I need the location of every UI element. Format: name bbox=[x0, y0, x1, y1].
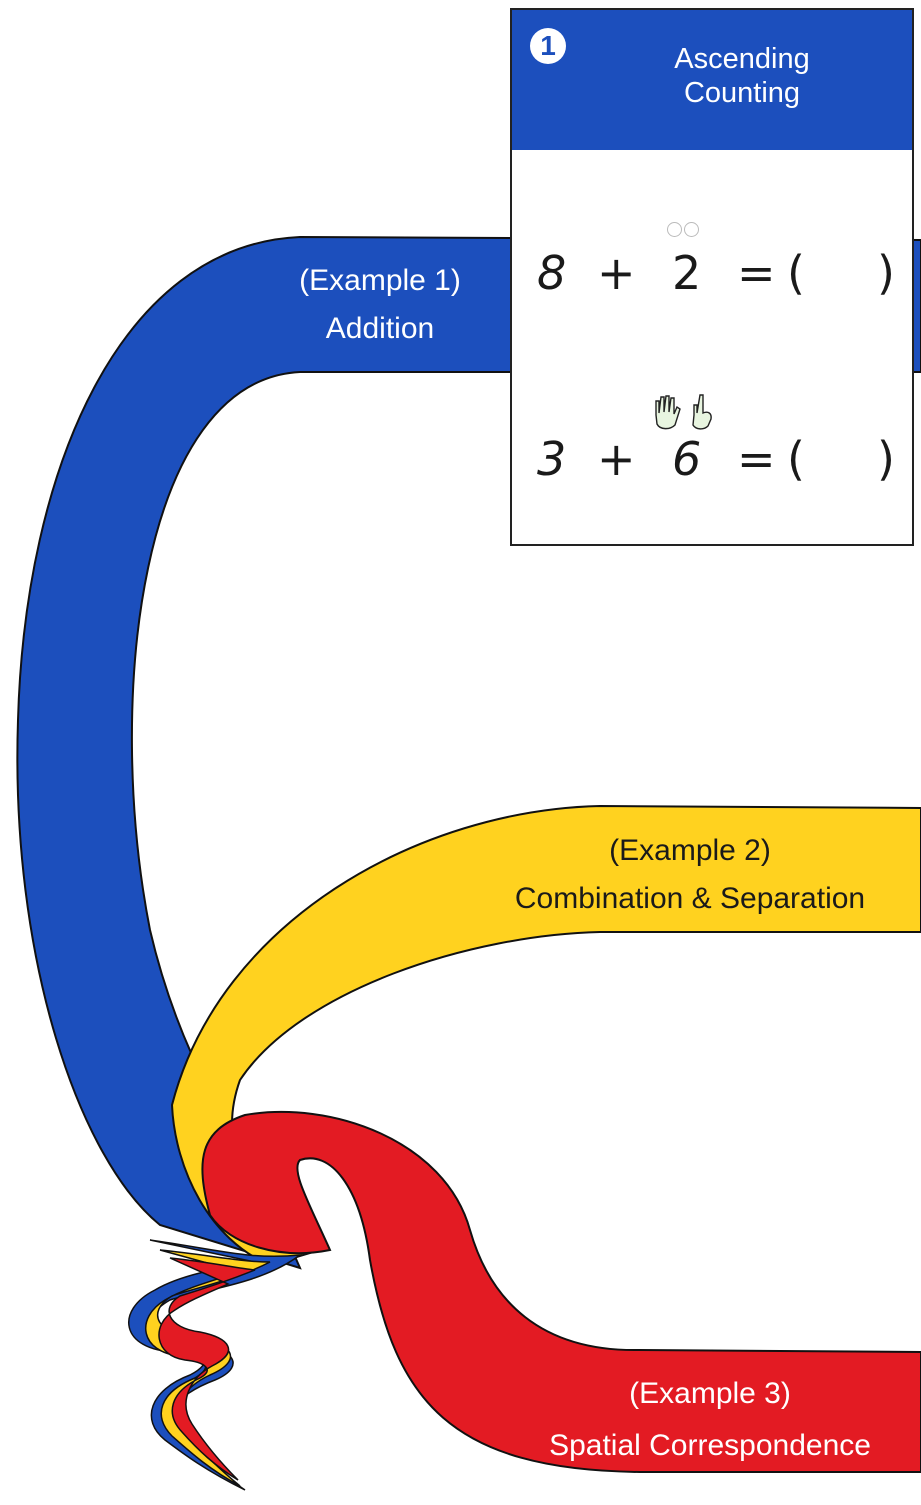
eq1-eq: = bbox=[737, 246, 776, 300]
eq2-open: ( bbox=[787, 432, 805, 486]
eq2-op: + bbox=[597, 432, 636, 486]
ribbon-3-example: (Example 3) bbox=[629, 1377, 791, 1410]
eq1-open: ( bbox=[787, 246, 805, 300]
ribbon-3-topic: Spatial Correspondence bbox=[549, 1428, 871, 1462]
eq2-a: 3 bbox=[537, 432, 567, 486]
equation-1: 8 + 2 = ( ) bbox=[512, 246, 912, 306]
counting-card: 1 Ascending Counting 8 + 2 = ( ) 3 + 6 =… bbox=[510, 8, 914, 546]
card-title-line1: Ascending bbox=[674, 43, 810, 75]
eq2-eq: = bbox=[737, 432, 776, 486]
eq1-op: + bbox=[597, 246, 636, 300]
ribbon-2-label: (Example 2) Combination & Separation bbox=[490, 832, 890, 917]
ribbon-3-label: (Example 3) Spatial Correspondence bbox=[520, 1375, 900, 1464]
ribbon-braid bbox=[128, 1239, 303, 1491]
card-header: 1 Ascending Counting bbox=[512, 10, 912, 150]
card-title: Ascending Counting bbox=[592, 42, 892, 110]
eq1-b: 2 bbox=[672, 246, 702, 300]
eq1-a: 8 bbox=[537, 246, 567, 300]
ribbon-2-example: (Example 2) bbox=[609, 834, 771, 867]
eq2-close: ) bbox=[877, 432, 895, 486]
eq1-close: ) bbox=[877, 246, 895, 300]
ribbon-1-topic: Addition bbox=[325, 311, 435, 345]
finger-counting-hands-icon bbox=[655, 394, 712, 430]
ribbon-1-label: (Example 1) Addition bbox=[280, 262, 480, 347]
equation-2: 3 + 6 = ( ) bbox=[512, 432, 912, 492]
ribbon-1-example: (Example 1) bbox=[299, 264, 461, 297]
ribbon-red bbox=[201, 1111, 921, 1473]
card-number-badge: 1 bbox=[530, 28, 566, 64]
ribbon-2-topic: Combination & Separation bbox=[514, 881, 866, 915]
eq2-b: 6 bbox=[672, 432, 702, 486]
card-title-line2: Counting bbox=[683, 77, 801, 110]
counting-circles-icon bbox=[667, 222, 701, 242]
